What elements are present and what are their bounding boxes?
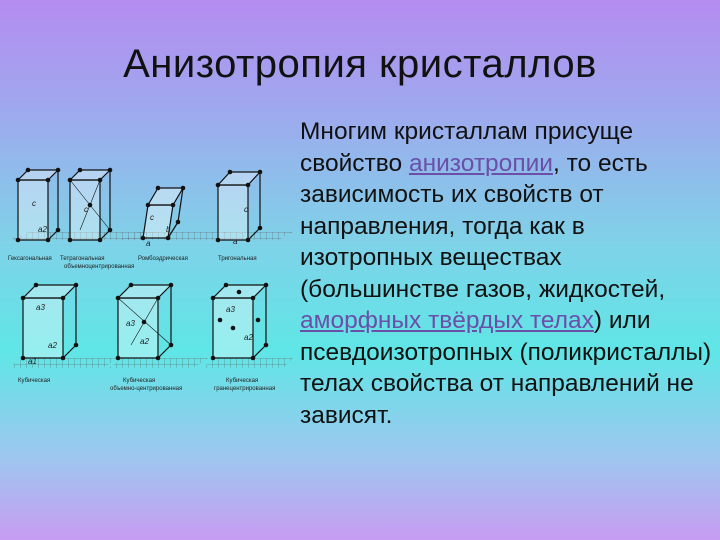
label-c: c	[244, 205, 248, 214]
floor-grid	[203, 358, 293, 368]
label-a1: a1	[28, 357, 37, 366]
label-a3: a3	[36, 303, 45, 312]
caption-cubic-bcc-sub: объемно-центрированная	[110, 386, 182, 392]
slide-title: Анизотропия кристаллов	[123, 42, 597, 86]
caption-tetragonal-sub: объемноцентрированная	[64, 264, 134, 270]
caption-cubic: Кубическая	[18, 378, 50, 384]
label-a2: a2	[244, 333, 253, 342]
label-c: c	[32, 199, 36, 208]
label-a: a	[146, 239, 151, 248]
label-a: a	[233, 237, 238, 246]
floor-grid	[8, 358, 118, 368]
caption-tetragonal: Тетрагональная	[60, 256, 104, 262]
label-a2: a2	[38, 225, 47, 234]
tetragonal-cell	[16, 169, 60, 241]
label-a2: a2	[48, 341, 57, 350]
floor-grid	[8, 232, 158, 240]
caption-cubic-fcc: Кубическая	[226, 378, 258, 384]
link-anisotropy[interactable]: анизотропии	[408, 149, 553, 177]
cubic-cell	[21, 284, 78, 359]
label-c: c	[84, 205, 88, 214]
caption-cubic-bcc: Кубическая	[123, 378, 155, 384]
crystal-lattice-diagram: c a2 c c b a c a Гексагональная Тетрагон…	[8, 167, 293, 392]
label-a3: a3	[226, 305, 235, 314]
hexagonal-cell	[216, 171, 262, 241]
paragraph-text-1: Многим кристаллам присуще свойство	[300, 118, 634, 177]
floor-grid	[208, 232, 293, 240]
rhombohedral-cell	[142, 187, 185, 239]
label-b: b	[166, 225, 171, 234]
caption-cubic-fcc-sub: гранецентрированная	[214, 386, 275, 392]
body-paragraph: Многим кристаллам присуще свойство анизо…	[300, 116, 712, 431]
caption-trigonal: Тригональная	[218, 256, 257, 262]
paragraph-text-2: , то есть зависимость их свойств от напр…	[300, 149, 666, 303]
floor-grid	[108, 358, 208, 368]
label-a3: a3	[126, 319, 135, 328]
link-amorphous-solids[interactable]: аморфных твёрдых телах	[300, 307, 594, 334]
caption-rhombohedral: Ромбоэдрическая	[138, 256, 188, 262]
label-a2: a2	[140, 337, 149, 346]
lattice-atoms	[15, 167, 269, 361]
caption-hexagonal: Гексагональная	[8, 256, 52, 262]
label-c: c	[150, 213, 154, 222]
paragraph-text-3: ) или псевдоизотропных (поликристаллы) т…	[300, 307, 712, 429]
